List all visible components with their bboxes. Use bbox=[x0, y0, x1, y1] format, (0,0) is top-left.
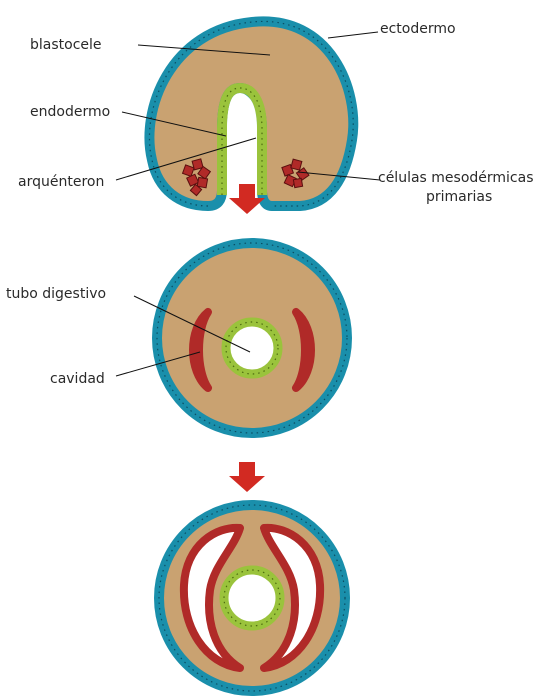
label-arquenteron: arquénteron bbox=[18, 174, 104, 190]
gut-tube-3 bbox=[224, 570, 280, 626]
label-tubo-digestivo: tubo digestivo bbox=[6, 286, 106, 302]
stage-early-coelom bbox=[157, 243, 347, 433]
stage-developed-coelom bbox=[159, 505, 345, 691]
label-ectodermo: ectodermo bbox=[380, 21, 456, 37]
leader-ectodermo bbox=[328, 32, 378, 38]
label-cavidad: cavidad bbox=[50, 371, 105, 387]
label-celulas-line1: células mesodérmicas bbox=[378, 170, 534, 186]
label-celulas-line2: primarias bbox=[426, 189, 492, 205]
label-blastocele: blastocele bbox=[30, 37, 102, 53]
label-endodermo: endodermo bbox=[30, 104, 110, 120]
stage-gastrula bbox=[149, 21, 353, 206]
arrow-2 bbox=[229, 462, 265, 492]
